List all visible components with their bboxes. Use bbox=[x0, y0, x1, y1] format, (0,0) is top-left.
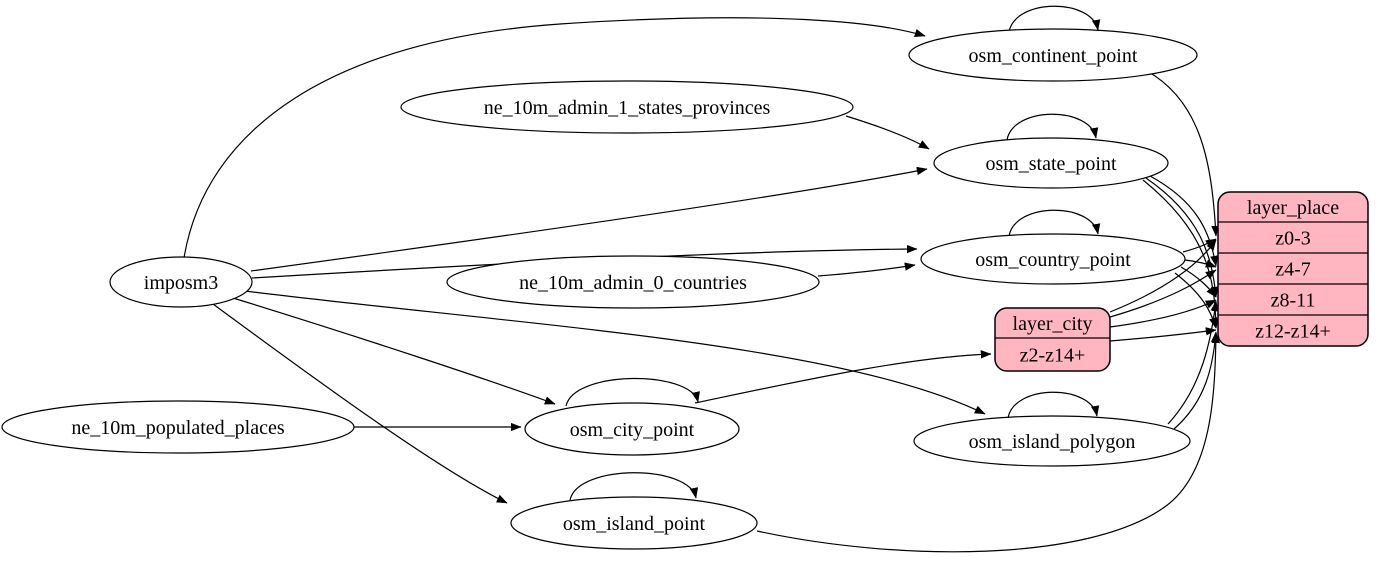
table-label-osm_state_point: osm_state_point bbox=[985, 153, 1117, 175]
edge-layer_city-layer_place:z8-11 bbox=[1109, 299, 1217, 328]
zoom-row-label-layer_city-1: z2-z14+ bbox=[1020, 345, 1086, 367]
table-label-ne_10m_populated_places: ne_10m_populated_places bbox=[71, 417, 284, 439]
nodes-layer: imposm3 ne_10m_admin_1_states_provincesne… bbox=[1, 28, 1369, 550]
edge-imposm3-osm_island_point bbox=[212, 303, 508, 504]
node-osm_continent_point: osm_continent_point bbox=[908, 28, 1198, 82]
edge-osm_island_polygon-layer_place:z12-z14+ bbox=[1173, 331, 1220, 430]
edge-ne_10m_admin_1_states_provinces-osm_state_point bbox=[845, 115, 930, 150]
edge-imposm3-osm_state_point bbox=[250, 166, 928, 272]
layer-title-layer_place-0: layer_place bbox=[1247, 197, 1339, 219]
node-layer_city: layer_city z2-z14+ bbox=[994, 307, 1111, 372]
table-shape-ne_10m_populated_places bbox=[1, 400, 355, 454]
edge-self-osm_city_point bbox=[565, 377, 700, 407]
node-ne_10m_admin_0_countries: ne_10m_admin_0_countries bbox=[446, 255, 820, 309]
table-label-osm_continent_point: osm_continent_point bbox=[969, 45, 1138, 67]
edge-self-osm_continent_point bbox=[1008, 5, 1101, 33]
node-osm_state_point: osm_state_point bbox=[933, 137, 1169, 189]
edge-self-osm_island_point bbox=[569, 472, 699, 501]
node-ne_10m_admin_1_states_provinces: ne_10m_admin_1_states_provinces bbox=[400, 80, 854, 134]
node-imposm3: imposm3 bbox=[109, 256, 253, 308]
table-shape-osm_state_point bbox=[933, 137, 1169, 189]
table-label-osm_city_point: osm_city_point bbox=[570, 419, 695, 441]
edge-imposm3-osm_island_polygon bbox=[244, 290, 986, 415]
table-label-osm_country_point: osm_country_point bbox=[975, 249, 1131, 271]
edge-osm_island_polygon-layer_place:z8-11 bbox=[1167, 300, 1219, 425]
edge-osm_state_point-layer_place:z4-7 bbox=[1149, 175, 1219, 267]
edge-ne_10m_admin_0_countries-osm_country_point bbox=[817, 262, 916, 277]
table-shape-osm_country_point bbox=[920, 233, 1186, 285]
edge-layer_city-layer_place:z0-3 bbox=[1109, 239, 1217, 313]
node-osm_island_polygon: osm_island_polygon bbox=[913, 415, 1191, 467]
layer-shape-layer_city bbox=[994, 307, 1111, 372]
table-shape-imposm3 bbox=[109, 256, 253, 308]
table-label-ne_10m_admin_1_states_provinces: ne_10m_admin_1_states_provinces bbox=[484, 97, 771, 119]
edge-osm_state_point-layer_place:z8-11 bbox=[1145, 177, 1220, 298]
table-shape-ne_10m_admin_1_states_provinces bbox=[400, 80, 854, 134]
node-osm_island_point: osm_island_point bbox=[510, 496, 758, 550]
node-ne_10m_populated_places: ne_10m_populated_places bbox=[1, 400, 355, 454]
table-label-osm_island_polygon: osm_island_polygon bbox=[969, 431, 1136, 453]
table-shape-osm_island_point bbox=[510, 496, 758, 550]
node-osm_city_point: osm_city_point bbox=[524, 402, 740, 456]
edge-osm_city_point-layer_city:z2-z14+ bbox=[694, 350, 992, 404]
node-osm_country_point: osm_country_point bbox=[920, 233, 1186, 285]
table-shape-osm_island_polygon bbox=[913, 415, 1191, 467]
edges-layer bbox=[183, 5, 1221, 553]
edge-osm_country_point-layer_place:z8-11 bbox=[1180, 266, 1217, 298]
edge-imposm3-osm_continent_point bbox=[183, 17, 926, 259]
zoom-row-label-layer_place-4: z12-z14+ bbox=[1255, 321, 1331, 343]
zoom-row-label-layer_place-3: z8-11 bbox=[1271, 290, 1316, 312]
edge-self-osm_island_polygon bbox=[1007, 391, 1100, 419]
edge-self-osm_state_point bbox=[1006, 113, 1099, 141]
edge-layer_city-layer_place:z12-z14+ bbox=[1109, 327, 1217, 342]
edge-imposm3-osm_city_point bbox=[232, 297, 556, 405]
table-shape-ne_10m_admin_0_countries bbox=[446, 255, 820, 309]
table-label-ne_10m_admin_0_countries: ne_10m_admin_0_countries bbox=[519, 272, 747, 294]
edge-osm_continent_point-layer_place:z0-3 bbox=[1146, 70, 1220, 237]
table-label-osm_island_point: osm_island_point bbox=[563, 513, 706, 535]
table-shape-osm_city_point bbox=[524, 402, 740, 456]
edge-self-osm_country_point bbox=[1008, 209, 1101, 237]
zoom-row-label-layer_place-2: z4-7 bbox=[1275, 259, 1311, 281]
edge-osm_country_point-layer_place:z12-z14+ bbox=[1174, 272, 1218, 329]
table-label-imposm3: imposm3 bbox=[144, 272, 218, 294]
edge-osm_country_point-layer_place:z4-7 bbox=[1184, 259, 1217, 268]
edge-osm_island_point-layer_place:z12-z14+ bbox=[756, 332, 1221, 553]
edge-layer_city-layer_place:z4-7 bbox=[1109, 269, 1217, 318]
layer-shape-layer_place bbox=[1217, 191, 1369, 347]
zoom-row-label-layer_place-1: z0-3 bbox=[1275, 228, 1311, 250]
node-layer_place: layer_place z0-3 z4-7 z8-11 z12-z14+ bbox=[1217, 191, 1369, 347]
table-shape-osm_continent_point bbox=[908, 28, 1198, 82]
layer-title-layer_city-0: layer_city bbox=[1013, 313, 1093, 335]
